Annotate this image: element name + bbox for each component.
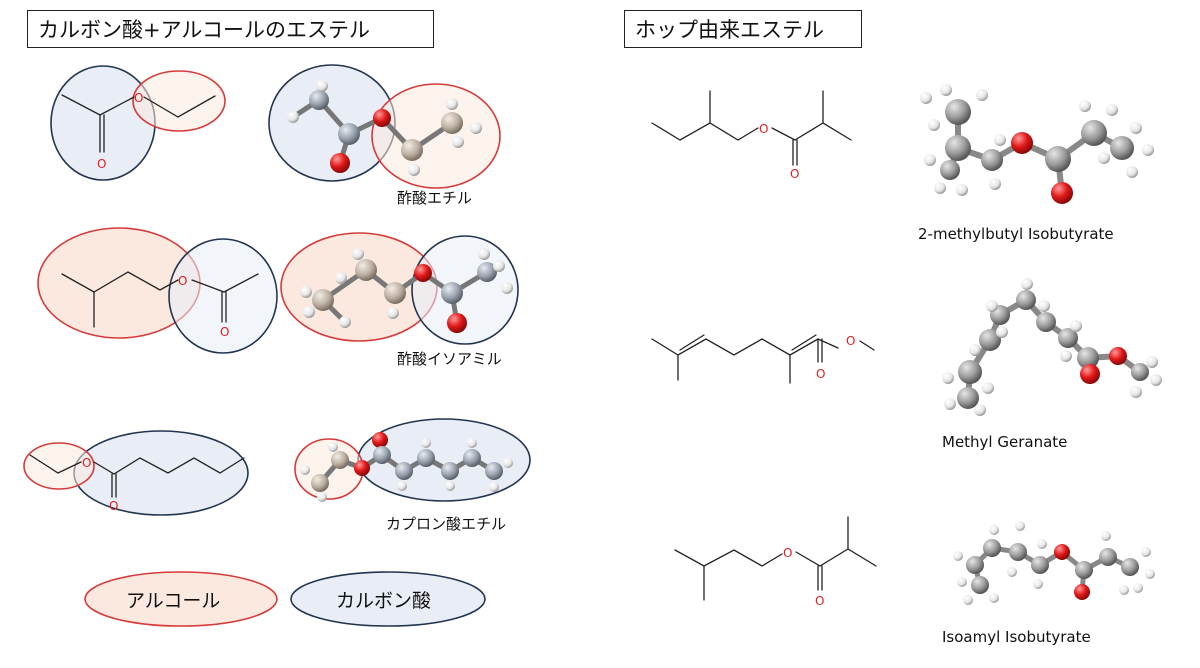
oxygen-label: O [759, 122, 768, 136]
alcohol-oval [23, 442, 95, 490]
oxygen-label: O [815, 594, 824, 608]
acid-oval [73, 430, 249, 516]
legend-acid-label: カルボン酸 [336, 590, 432, 612]
oxygen-label: O [82, 456, 91, 470]
right-title: ホップ由来エステル [635, 18, 824, 42]
legend-alcohol-label: アルコール [126, 590, 221, 612]
left-title: カルボン酸+アルコールのエステル [38, 18, 370, 42]
hop-ester-name-isoamyl-isobutyrate: Isoamyl Isobutyrate [942, 628, 1091, 646]
oxygen-label: O [220, 325, 229, 339]
oxygen-label: O [178, 274, 187, 288]
isoamyl-isobutyrate-3d [953, 521, 1155, 605]
2-methylbutyl-isobutyrate-skeletal: O O [651, 90, 852, 181]
acid-oval [411, 235, 519, 345]
methyl-geranate-skeletal: O O [651, 334, 875, 384]
isoamyl-acetate-skeletal: O O [37, 227, 278, 354]
ester-name-ethyl-acetate: 酢酸エチル [397, 189, 473, 207]
methyl-geranate-3d [942, 278, 1162, 416]
ester-name-ethyl-caproate: カプロン酸エチル [386, 515, 507, 533]
oxygen-label: O [97, 157, 106, 171]
ethyl-caproate-3d [294, 418, 531, 502]
legend-alcohol-oval [84, 571, 278, 627]
oxygen-label: O [790, 167, 799, 181]
acid-oval [168, 238, 278, 354]
ester-name-isoamyl-acetate: 酢酸イソアミル [397, 350, 502, 368]
isoamyl-acetate-3d [280, 232, 519, 345]
left-title-box: カルボン酸+アルコールのエステル [27, 10, 434, 48]
hop-ester-name-methyl-geranate: Methyl Geranate [942, 433, 1068, 451]
ethyl-acetate-3d [268, 64, 501, 189]
legend-acid-oval [290, 571, 486, 627]
hop-ester-name-2-methylbutyl-isobutyrate: 2-methylbutyl Isobutyrate [918, 225, 1114, 243]
oxygen-label: O [816, 367, 825, 381]
right-title-box: ホップ由来エステル [624, 10, 862, 48]
isoamyl-isobutyrate-skeletal: O O [674, 516, 877, 608]
alcohol-oval [132, 70, 226, 132]
oxygen-label: O [134, 91, 143, 105]
ethyl-caproate-skeletal: O O [23, 430, 249, 516]
ethyl-acetate-skeletal: O O [50, 65, 226, 181]
oxygen-label: O [846, 334, 855, 348]
oxygen-label: O [109, 499, 118, 513]
2-methylbutyl-isobutyrate-3d [920, 84, 1154, 204]
oxygen-label: O [783, 546, 792, 560]
